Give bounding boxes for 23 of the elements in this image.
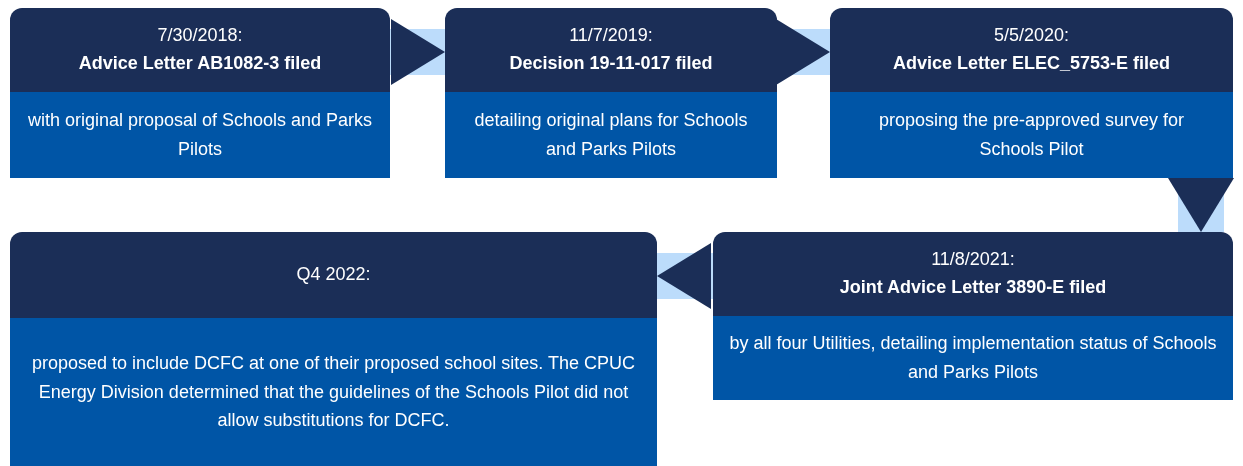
- arrow: [776, 19, 830, 85]
- event-description: by all four Utilities, detailing implementation status of Schools and Parks Pilots: [713, 316, 1233, 400]
- date-label: 7/30/2018:: [157, 24, 243, 48]
- date-label: 11/7/2019:: [569, 24, 653, 48]
- event-title: Advice Letter AB1082-3 filed: [78, 52, 322, 75]
- event-description: proposing the pre-approved survey for Schools Pilot: [830, 92, 1233, 178]
- event-title: Advice Letter ELEC_5753-E filed: [892, 52, 1171, 75]
- event-description: with original proposal of Schools and Parks Pilots: [10, 92, 390, 178]
- date-label: 11/8/2021:: [931, 248, 1015, 272]
- event-description: detailing original plans for Schools and Parks Pilots: [445, 92, 777, 178]
- arrow: [657, 243, 713, 309]
- arrow: [390, 19, 445, 85]
- timeline-card: [10, 8, 390, 178]
- date-label: Q4 2022:: [296, 263, 371, 287]
- timeline-card: [830, 8, 1233, 178]
- timeline-card: [10, 232, 657, 466]
- date-label: 5/5/2020:: [993, 24, 1070, 48]
- event-title: Decision 19-11-017 filed: [509, 52, 713, 75]
- timeline-card: [713, 232, 1233, 400]
- event-title: Joint Advice Letter 3890-E filed: [839, 276, 1107, 299]
- event-description: proposed to include DCFC at one of their proposed school sites. The CPUC Energy Division determined that the guidelines of the Schools Pilot did not allow substitutions for DCFC.: [10, 318, 657, 466]
- timeline-card: [445, 8, 777, 178]
- arrow: [1168, 178, 1234, 232]
